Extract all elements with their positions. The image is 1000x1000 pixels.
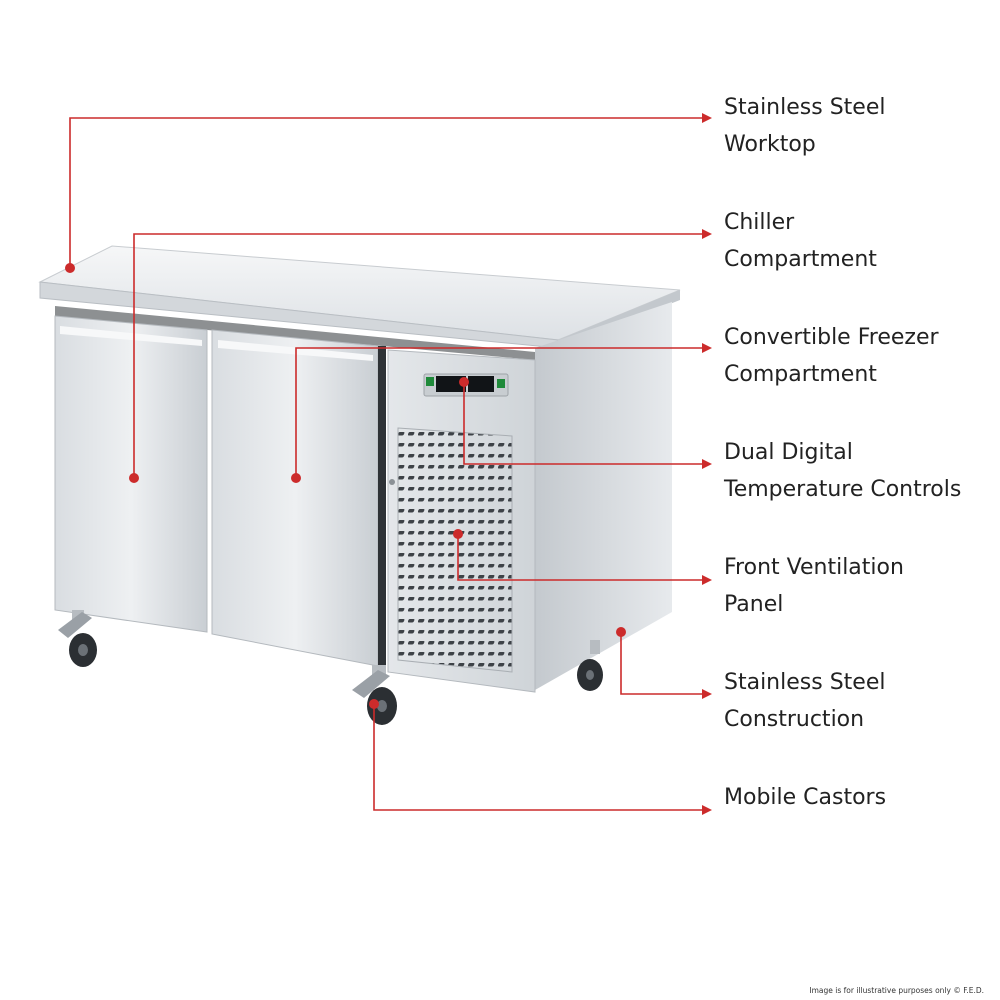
callout-freezer-line2: Compartment — [724, 362, 877, 387]
callout-construction-line1: Stainless Steel — [724, 670, 886, 695]
leader-chiller — [133, 233, 705, 478]
disclaimer-text: Image is for illustrative purposes only … — [809, 986, 984, 995]
castor-back-right — [577, 640, 603, 691]
leader-worktop — [69, 117, 705, 268]
callout-worktop-line2: Worktop — [724, 132, 816, 157]
leader-freezer — [295, 347, 705, 478]
callout-controls-line2: Temperature Controls — [724, 477, 962, 502]
callout-controls: Dual Digital Temperature Controls — [724, 434, 994, 508]
callout-arrowheads — [702, 113, 712, 815]
freezer-door — [211, 329, 386, 668]
castor-front-left — [58, 610, 97, 667]
front-ventilation-panel — [387, 349, 536, 693]
callout-worktop: Stainless Steel Worktop — [724, 89, 994, 163]
callout-leader-lines — [69, 117, 705, 811]
callout-freezer-line1: Convertible Freezer — [724, 325, 939, 350]
callout-freezer: Convertible Freezer Compartment — [724, 319, 994, 393]
callout-construction: Stainless Steel Construction — [724, 664, 994, 738]
callout-worktop-line1: Stainless Steel — [724, 95, 886, 120]
callout-chiller: Chiller Compartment — [724, 204, 994, 278]
callout-chiller-line1: Chiller — [724, 210, 795, 235]
leader-construction — [620, 632, 705, 695]
callout-ventilation-line2: Panel — [724, 592, 784, 617]
callout-chiller-line2: Compartment — [724, 247, 877, 272]
digital-temperature-controls — [389, 373, 509, 485]
callout-dots — [65, 263, 626, 709]
callout-castors-line1: Mobile Castors — [724, 785, 887, 810]
callout-castors: Mobile Castors — [724, 779, 994, 816]
leader-ventilation — [457, 534, 705, 581]
cabinet-side — [535, 302, 672, 690]
callout-ventilation: Front Ventilation Panel — [724, 549, 994, 623]
leader-castors — [373, 704, 705, 811]
callout-ventilation-line1: Front Ventilation — [724, 555, 904, 580]
callout-construction-line2: Construction — [724, 707, 865, 732]
leader-controls — [463, 382, 705, 465]
callout-controls-line1: Dual Digital — [724, 440, 853, 465]
